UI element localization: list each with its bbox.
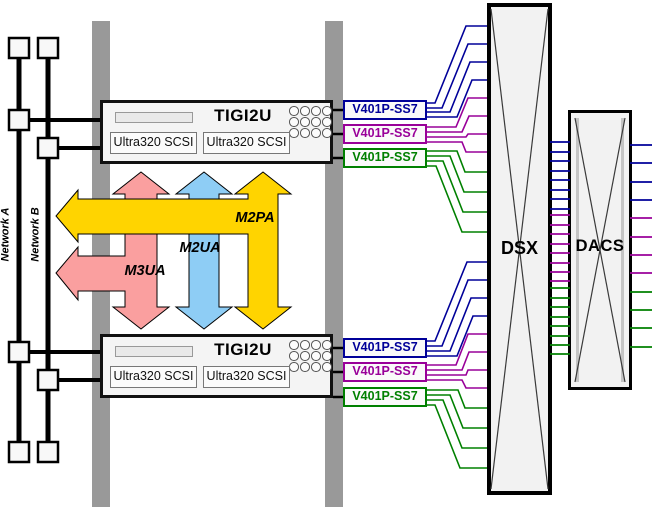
led-grid [289, 340, 333, 373]
port-label-ss7-purple-top: V401P-SS7 [343, 124, 427, 144]
server-tigi2u-bottom: TIGI2U Ultra320 SCSI Ultra320 SCSI [100, 334, 333, 398]
led-hole [300, 117, 310, 127]
scsi-port-label: Ultra320 SCSI [110, 366, 197, 388]
led-hole [300, 106, 310, 116]
ss7-wire-purple [427, 351, 487, 371]
led-hole [322, 117, 332, 127]
ss7-wire-green [427, 399, 487, 449]
led-hole [300, 351, 310, 361]
ss7-wire-purple [427, 333, 487, 366]
ss7-wire-blue [427, 79, 487, 118]
led-hole [300, 340, 310, 350]
ss7-wire-blue [427, 279, 487, 347]
scsi-port-label: Ultra320 SCSI [203, 366, 290, 388]
m2pa-arrow-label: M2PA [235, 210, 275, 226]
led-hole [289, 106, 299, 116]
led-hole [322, 362, 332, 372]
led-hole [311, 362, 321, 372]
ss7-wire-green [427, 155, 487, 193]
network-node [36, 36, 60, 60]
ss7-wire-green [427, 150, 487, 173]
scsi-port-label: Ultra320 SCSI [203, 132, 290, 154]
led-hole [311, 351, 321, 361]
ss7-wire-purple [427, 369, 487, 376]
led-hole [289, 128, 299, 138]
led-hole [289, 117, 299, 127]
ss7-wire-purple [427, 141, 487, 153]
server-title: TIGI2U [214, 340, 272, 359]
dsx-cross-line [490, 8, 549, 490]
led-hole [311, 106, 321, 116]
ss7-wire-purple [427, 115, 487, 133]
led-hole [300, 128, 310, 138]
ss7-wire-purple [427, 133, 487, 138]
network-node [7, 36, 31, 60]
ss7-wire-purple [427, 97, 487, 128]
network-node [36, 368, 60, 392]
dacs-cross-line [574, 117, 626, 383]
led-hole [300, 362, 310, 372]
network-b-label: Network B [29, 207, 42, 262]
led-grid [289, 106, 333, 139]
m2pa-arrow [55, 171, 293, 330]
port-label-ss7-green-top: V401P-SS7 [343, 148, 427, 168]
ss7-wire-blue [427, 25, 487, 104]
scsi-port-label: Ultra320 SCSI [110, 132, 197, 154]
ss7-wire-blue [427, 61, 487, 113]
led-hole [289, 351, 299, 361]
led-hole [322, 340, 332, 350]
led-hole [311, 128, 321, 138]
network-node [36, 440, 60, 464]
network-a-label: Network A [0, 207, 12, 262]
ss7-wire-blue [427, 261, 487, 342]
ss7-wire-green [427, 160, 487, 213]
rack-rail [325, 21, 343, 507]
network-node [7, 340, 31, 364]
ss7-wire-blue [427, 315, 487, 357]
led-hole [289, 340, 299, 350]
drive-bay [115, 112, 193, 123]
network-node [7, 440, 31, 464]
led-hole [311, 340, 321, 350]
ss7-wire-green [427, 165, 487, 233]
led-hole [322, 351, 332, 361]
network-node [7, 108, 31, 132]
ss7-wire-blue [427, 297, 487, 352]
m3ua-arrow-label: M3UA [124, 263, 166, 279]
port-label-ss7-green-bottom: V401P-SS7 [343, 387, 427, 407]
dacs-panel-label: DACS [575, 237, 625, 255]
dsx-panel-label: DSX [500, 238, 538, 258]
ss7-wire-green [427, 389, 487, 409]
ss7-wire-blue [427, 43, 487, 109]
led-hole [322, 106, 332, 116]
ss7-wire-purple [427, 379, 487, 389]
server-tigi2u-top: TIGI2U Ultra320 SCSI Ultra320 SCSI [100, 100, 333, 164]
port-label-ss7-purple-bottom: V401P-SS7 [343, 362, 427, 382]
led-hole [311, 117, 321, 127]
port-label-ss7-blue-bottom: V401P-SS7 [343, 338, 427, 358]
network-node [36, 136, 60, 160]
led-hole [322, 128, 332, 138]
port-label-ss7-blue-top: V401P-SS7 [343, 100, 427, 120]
m2ua-arrow-label: M2UA [179, 240, 221, 256]
drive-bay [115, 346, 193, 357]
ss7-wire-green [427, 404, 487, 469]
ss7-wire-green [427, 394, 487, 429]
led-hole [289, 362, 299, 372]
server-title: TIGI2U [214, 106, 272, 125]
